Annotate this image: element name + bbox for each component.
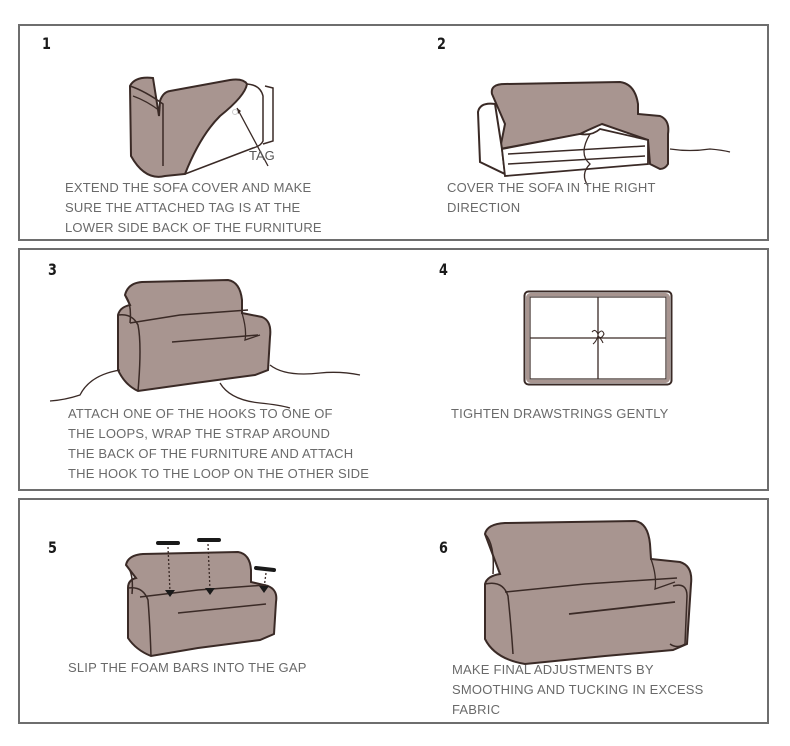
step-row-1: 1 TAG EXTEND THE SOFA COVER AND MAKE SUR… bbox=[18, 24, 769, 241]
step-6-panel: 6 MAKE FINAL ADJUSTMENTS BY SMOOTHING AN… bbox=[395, 500, 770, 722]
step-3-panel: 3 ATTACH ONE OF THE HOOKS TO ONE OF THE … bbox=[20, 250, 395, 489]
finished-covered-sofa-icon bbox=[483, 519, 693, 666]
step-6-number: 6 bbox=[439, 538, 448, 557]
step-1-caption: EXTEND THE SOFA COVER AND MAKE SURE THE … bbox=[65, 180, 322, 235]
step-5-caption: SLIP THE FOAM BARS INTO THE GAP bbox=[68, 660, 307, 675]
step-1-number: 1 bbox=[42, 34, 51, 53]
step-row-3: 5 SLIP THE FOAM BARS INTO THE GAP 6 MAKE… bbox=[18, 498, 769, 724]
step-5-panel: 5 SLIP THE FOAM BARS INTO THE GAP bbox=[20, 500, 395, 722]
step-5-number: 5 bbox=[48, 538, 57, 557]
step-1-panel: 1 TAG EXTEND THE SOFA COVER AND MAKE SUR… bbox=[20, 26, 395, 239]
folded-sofa-cover-icon bbox=[128, 76, 274, 178]
step-4-number: 4 bbox=[439, 260, 448, 279]
step-2-caption: COVER THE SOFA IN THE RIGHT DIRECTION bbox=[447, 180, 656, 215]
step-6-caption: MAKE FINAL ADJUSTMENTS BY SMOOTHING AND … bbox=[452, 662, 704, 717]
step-4-caption: TIGHTEN DRAWSTRINGS GENTLY bbox=[451, 406, 669, 421]
step-3-caption: ATTACH ONE OF THE HOOKS TO ONE OF THE LO… bbox=[68, 406, 370, 481]
step-2-number: 2 bbox=[437, 34, 446, 53]
sofa-underside-drawstrings-icon bbox=[523, 290, 673, 386]
sofa-being-covered-icon bbox=[476, 80, 731, 187]
step-4-panel: 4 TIGHTEN DRAWSTRINGS GENTLY bbox=[395, 250, 770, 489]
step-row-2: 3 ATTACH ONE OF THE HOOKS TO ONE OF THE … bbox=[18, 248, 769, 491]
covered-sofa-with-straps-icon bbox=[49, 278, 361, 409]
step-2-panel: 2 COVER THE SOFA IN THE RIGHT DIRECTION bbox=[395, 26, 770, 239]
step-3-number: 3 bbox=[48, 260, 57, 279]
tag-label: TAG bbox=[249, 148, 275, 163]
sofa-foam-bars-icon bbox=[124, 538, 278, 658]
